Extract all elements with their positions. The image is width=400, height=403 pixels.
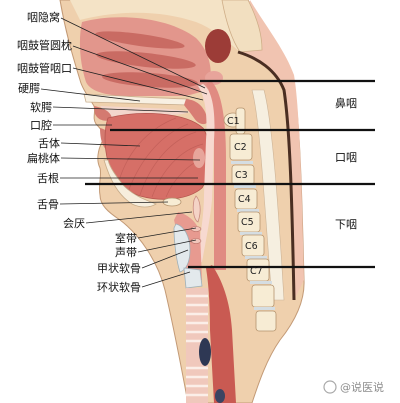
spinal-canal <box>251 89 285 301</box>
vertebra-label-c4: C4 <box>238 194 251 205</box>
lower-vessel <box>215 389 225 403</box>
vertebra-label-c6: C6 <box>245 241 258 252</box>
middle-turbinate <box>96 51 196 69</box>
label-tonsil: 扁桃体 <box>27 151 60 165</box>
esophagus <box>206 265 236 403</box>
vertebra-label-c2: C2 <box>234 142 247 153</box>
label-oral-cavity: 口腔 <box>30 118 52 132</box>
watermark-text: @说医说 <box>340 380 384 394</box>
anatomy-illustration <box>59 0 305 403</box>
label-tongue-body: 舌体 <box>38 136 60 150</box>
leader-lines <box>40 17 208 288</box>
label-ventricular-band: 室带 <box>115 231 137 245</box>
label-eustachian-tube-opening: 咽鼓管咽口 <box>17 61 72 75</box>
region-label-hypopharynx: 下咽 <box>335 218 357 231</box>
label-hard-palate: 硬腭 <box>18 82 40 95</box>
label-torus-tubarius: 咽鼓管圆枕 <box>17 38 72 52</box>
sphenoid-sinus <box>205 29 231 63</box>
vertebra-label-c7: C7 <box>250 266 263 277</box>
region-label-nasopharynx: 鼻咽 <box>335 96 357 110</box>
label-vocal-cord: 声带 <box>115 245 137 259</box>
region-label-oropharynx: 口咽 <box>335 151 357 164</box>
label-thyroid-cartilage: 甲状软骨 <box>97 261 141 275</box>
vertebra-labels: C1 C2 C3 C4 C5 C6 C7 <box>227 116 263 277</box>
inferior-turbinate <box>102 72 198 88</box>
label-pharyngeal-recess: 咽隐窝 <box>27 10 60 24</box>
label-soft-palate: 软腭 <box>30 100 52 114</box>
cricoid-cartilage-shape <box>183 267 203 289</box>
posterior-pharyngeal-wall <box>206 80 226 270</box>
superior-turbinate <box>95 31 185 49</box>
pharyngeal-lumen <box>196 84 215 262</box>
trachea <box>186 288 208 403</box>
vertebra-label-c1: C1 <box>227 116 240 127</box>
vertebra-t1 <box>251 284 275 308</box>
watermark-logo-icon <box>323 380 337 394</box>
dura-line <box>237 50 296 301</box>
label-tongue-base: 舌根 <box>37 171 59 185</box>
posterior-neck-tissue <box>240 0 304 300</box>
palatine-tonsil <box>193 148 205 168</box>
watermark: @说医说 <box>323 380 384 394</box>
thyroid-cartilage-shape <box>173 223 191 273</box>
label-cricoid-cartilage: 环状软骨 <box>97 280 141 294</box>
label-epiglottis: 会厌 <box>63 217 85 230</box>
vertebra-c2 <box>229 133 253 161</box>
vertebral-column <box>223 107 277 332</box>
upper-lip <box>94 106 112 121</box>
tongue-striations <box>117 117 207 198</box>
soft-palate-shape <box>184 99 208 125</box>
tracheal-rings <box>186 294 208 397</box>
vertebra-t2 <box>255 310 277 332</box>
region-labels: 鼻咽 口咽 下咽 <box>335 96 357 231</box>
anatomical-labels: 咽隐窝 咽鼓管圆枕 咽鼓管咽口 硬腭 软腭 口腔 舌体 扁桃体 舌根 舌骨 会厌… <box>17 10 141 294</box>
skull-base <box>70 0 240 52</box>
vertebra-label-c5: C5 <box>241 217 254 228</box>
epiglottis-shape <box>192 195 201 223</box>
occipital-bone <box>221 0 263 53</box>
thyroid-vessel <box>199 338 211 366</box>
label-hyoid-bone: 舌骨 <box>37 198 59 211</box>
region-dividers <box>85 79 375 269</box>
vertebra-label-c3: C3 <box>235 170 248 181</box>
